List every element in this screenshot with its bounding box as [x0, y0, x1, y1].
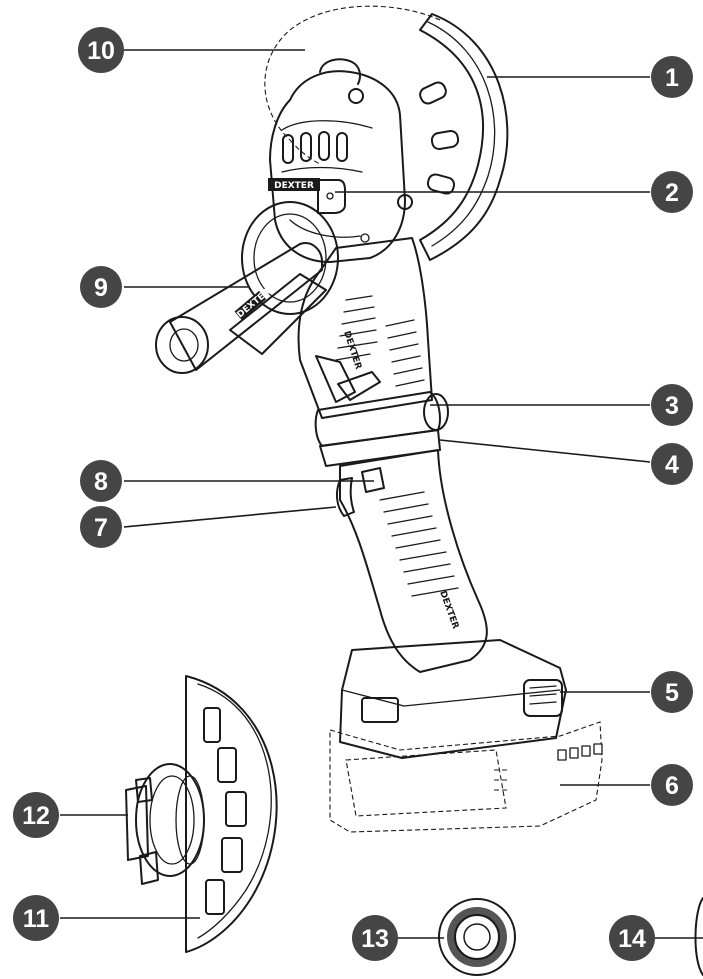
callout-14-label: 14 — [618, 925, 646, 953]
callout-5: 5 — [651, 671, 693, 713]
leader-lines — [60, 49, 703, 939]
callout-12: 12 — [13, 792, 59, 838]
callout-14: 14 — [609, 915, 655, 961]
callout-3-label: 3 — [665, 392, 679, 420]
callout-8-label: 8 — [94, 468, 108, 496]
callout-8: 8 — [80, 460, 122, 502]
cutting-disc — [264, 5, 441, 165]
callout-9-label: 9 — [94, 274, 108, 302]
battery-pack — [329, 639, 603, 833]
handle-brand-text: DEXTER — [437, 590, 460, 631]
guard-clamp — [125, 763, 205, 885]
callout-10: 10 — [78, 27, 124, 73]
grip-handle: DEXTER — [335, 449, 488, 673]
wheel-guard — [419, 13, 509, 261]
body-brand-text: DEXTER — [341, 330, 363, 371]
motor-housing: DEXTER — [297, 237, 433, 419]
callout-7: 7 — [80, 506, 122, 548]
callout-13-label: 13 — [361, 925, 389, 953]
callout-1-label: 1 — [665, 64, 679, 92]
callout-9: 9 — [80, 266, 122, 308]
callout-4: 4 — [651, 443, 693, 485]
callout-4-label: 4 — [665, 451, 679, 479]
callout-11-label: 11 — [23, 905, 50, 933]
callout-6-label: 6 — [665, 772, 679, 800]
callout-3: 3 — [651, 384, 693, 426]
motor-collar — [314, 391, 449, 467]
callout-1: 1 — [651, 56, 693, 98]
callout-5-label: 5 — [665, 679, 679, 707]
callout-10-label: 10 — [87, 37, 115, 65]
side-handle-brand-text: DEXTER — [236, 287, 273, 320]
gear-head: DEXTER — [268, 58, 413, 263]
callout-13: 13 — [352, 915, 398, 961]
flange-nut — [438, 898, 516, 976]
callout-11: 11 — [13, 895, 59, 941]
spanner — [694, 897, 703, 976]
callout-2-label: 2 — [665, 179, 679, 207]
head-brand-text: DEXTER — [274, 181, 314, 191]
callout-6: 6 — [651, 764, 693, 806]
callout-2: 2 — [651, 171, 693, 213]
callout-7-label: 7 — [94, 514, 108, 542]
callout-12-label: 12 — [22, 802, 50, 830]
spare-guard — [185, 675, 278, 953]
